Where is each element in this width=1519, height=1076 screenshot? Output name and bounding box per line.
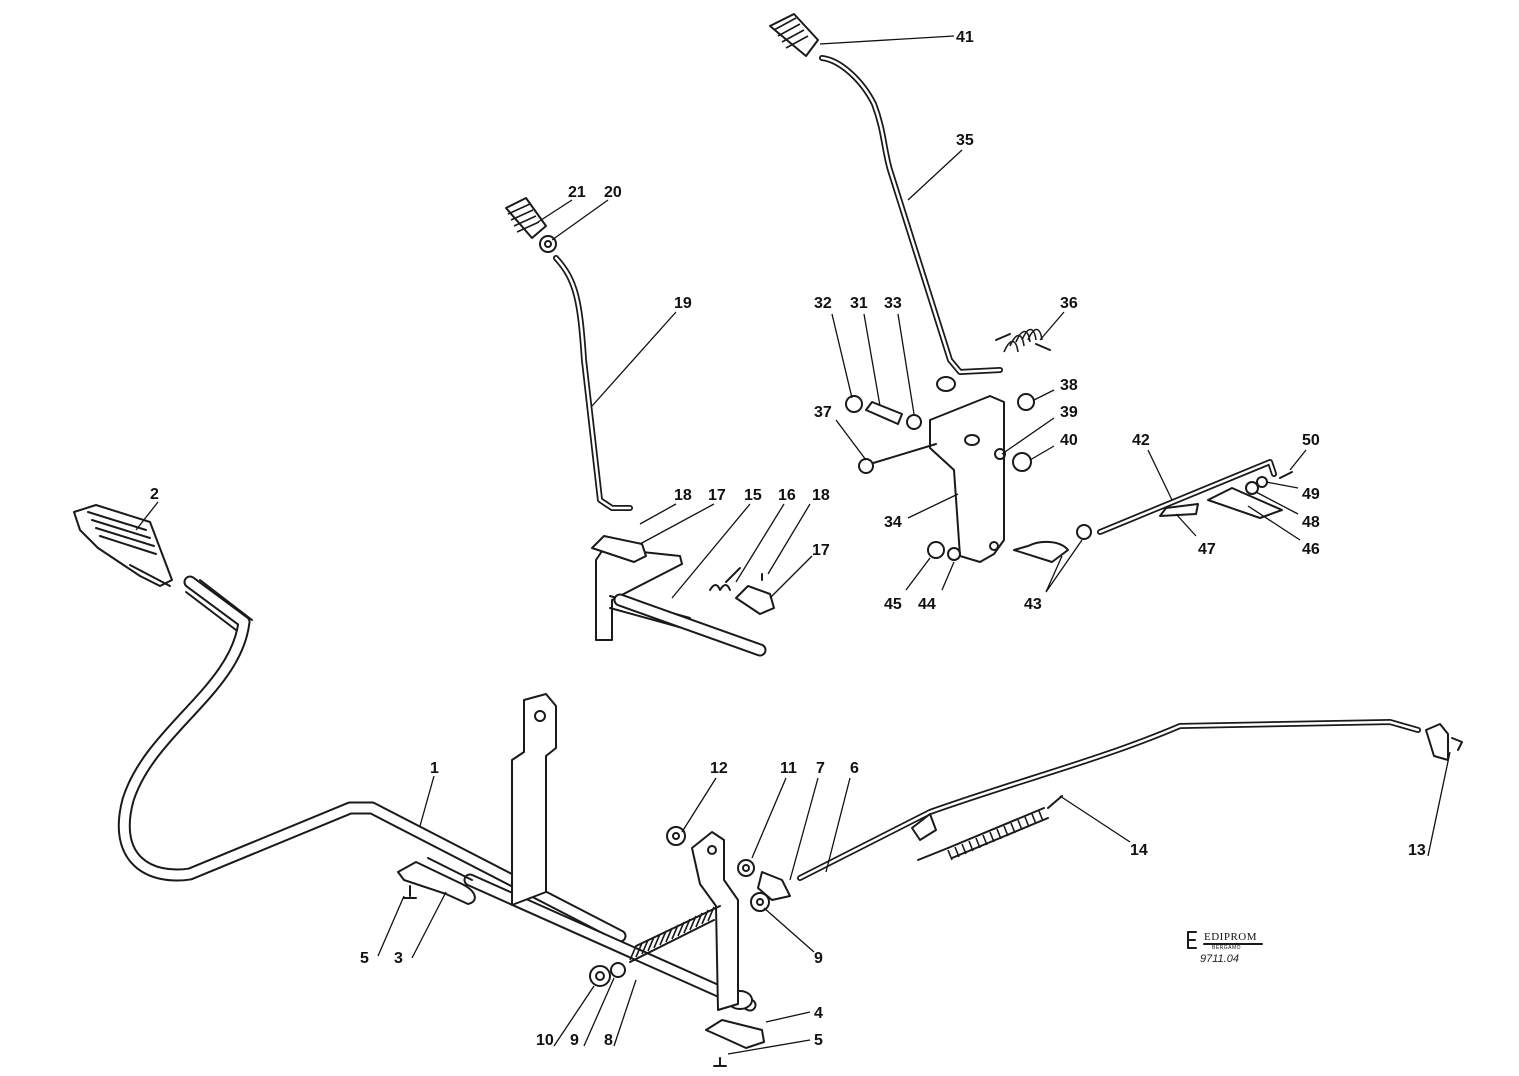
part-1-pedal-shaft bbox=[117, 575, 757, 1012]
logo-city: BERGAMO bbox=[1212, 945, 1241, 951]
callout-42: 42 bbox=[1132, 432, 1150, 449]
callout-11: 11 bbox=[780, 760, 797, 777]
part-42-rod bbox=[1097, 459, 1293, 535]
callout-21: 21 bbox=[568, 184, 586, 201]
callout-4: 4 bbox=[814, 1005, 823, 1022]
callout-38: 38 bbox=[1060, 377, 1078, 394]
shaft-bracket bbox=[511, 693, 557, 906]
part-2-pedal-pad bbox=[73, 504, 173, 587]
callout-17a: 17 bbox=[708, 487, 726, 504]
callout-20: 20 bbox=[604, 184, 622, 201]
callout-43: 43 bbox=[1024, 596, 1042, 613]
callout-5b: 5 bbox=[814, 1032, 823, 1049]
callout-35: 35 bbox=[956, 132, 974, 149]
part-35-lever bbox=[819, 55, 1003, 392]
callout-7: 7 bbox=[816, 760, 825, 777]
callout-12: 12 bbox=[710, 760, 728, 777]
callout-15: 15 bbox=[744, 487, 762, 504]
part-19-lever bbox=[553, 255, 633, 511]
callout-39: 39 bbox=[1060, 404, 1078, 421]
callout-33: 33 bbox=[884, 295, 902, 312]
ediprom-logo: EDIPROM BERGAMO 9711.04 bbox=[1187, 931, 1263, 965]
part-6-long-rod bbox=[797, 719, 1463, 881]
drawing-code: 9711.04 bbox=[1200, 953, 1239, 965]
callout-40: 40 bbox=[1060, 432, 1078, 449]
part-34-bracket bbox=[929, 395, 1006, 563]
callout-32: 32 bbox=[814, 295, 832, 312]
part-14-spring bbox=[917, 795, 1063, 861]
callout-18a: 18 bbox=[674, 487, 692, 504]
callout-8: 8 bbox=[604, 1032, 613, 1049]
part-8-spring bbox=[629, 905, 721, 963]
callout-50: 50 bbox=[1302, 432, 1320, 449]
callout-13: 13 bbox=[1408, 842, 1426, 859]
part-15-bracket-assembly bbox=[591, 535, 775, 657]
callout-46: 46 bbox=[1302, 541, 1320, 558]
callout-19: 19 bbox=[674, 295, 692, 312]
part-41-grip bbox=[769, 13, 819, 57]
part-21-grip bbox=[505, 197, 557, 253]
callout-10: 10 bbox=[536, 1032, 554, 1049]
callout-49: 49 bbox=[1302, 486, 1320, 503]
callout-41: 41 bbox=[956, 29, 974, 46]
callout-44: 44 bbox=[918, 596, 936, 613]
callout-37: 37 bbox=[814, 404, 832, 421]
leader-lines bbox=[135, 35, 1451, 1055]
part-3-strap bbox=[397, 857, 476, 905]
callout-2: 2 bbox=[150, 486, 159, 503]
callout-16: 16 bbox=[778, 487, 796, 504]
callout-34: 34 bbox=[884, 514, 902, 531]
callout-36: 36 bbox=[1060, 295, 1078, 312]
callout-17b: 17 bbox=[812, 542, 830, 559]
fastener-parts-9-10-11-12-7 bbox=[589, 826, 791, 987]
callout-3: 3 bbox=[394, 950, 403, 967]
callout-45: 45 bbox=[884, 596, 902, 613]
part-36-spring bbox=[995, 328, 1051, 353]
callout-9b: 9 bbox=[814, 950, 823, 967]
callout-31: 31 bbox=[850, 295, 868, 312]
callout-18b: 18 bbox=[812, 487, 830, 504]
part-4-bracket bbox=[691, 831, 765, 1067]
logo-brand: EDIPROM bbox=[1204, 931, 1257, 943]
callout-5a: 5 bbox=[360, 950, 369, 967]
fastener-parts-31-33-37-40 bbox=[845, 393, 1092, 563]
callout-labels: 1 2 3 4 5 5 6 7 8 9 9 10 11 12 13 14 15 … bbox=[150, 29, 1426, 1049]
callout-6: 6 bbox=[850, 760, 859, 777]
callout-14: 14 bbox=[1130, 842, 1148, 859]
callout-47: 47 bbox=[1198, 541, 1216, 558]
callout-9a: 9 bbox=[570, 1032, 579, 1049]
callout-48: 48 bbox=[1302, 514, 1320, 531]
callout-1: 1 bbox=[430, 760, 439, 777]
